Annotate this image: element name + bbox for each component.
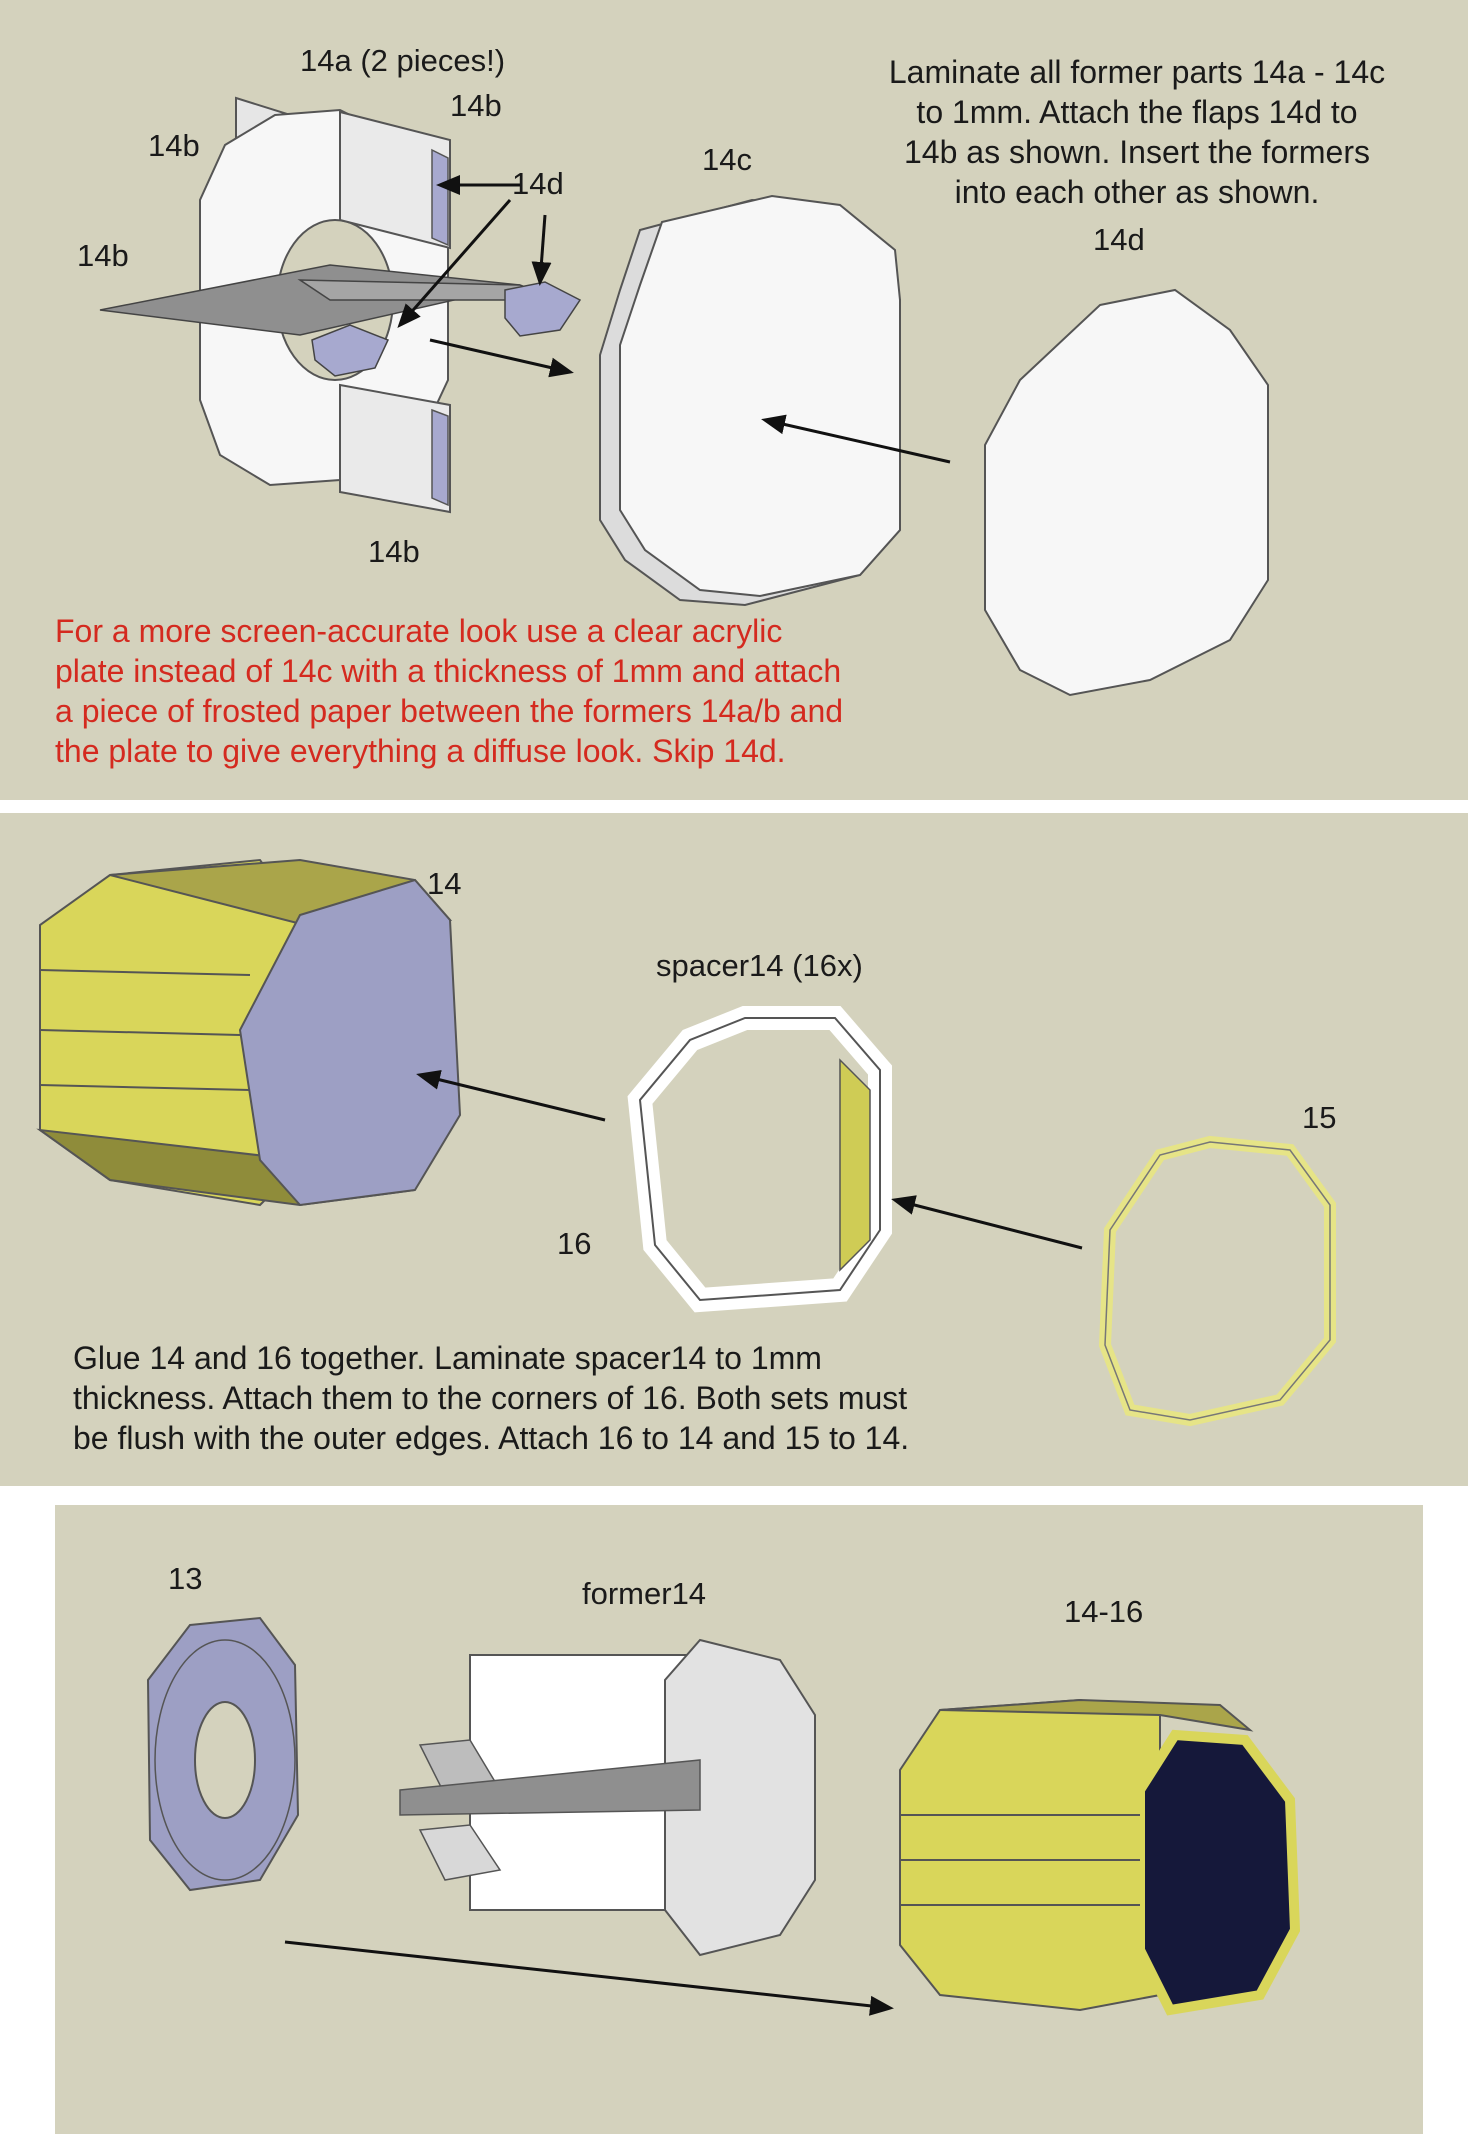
instruction-spacers: Glue 14 and 16 together. Laminate spacer… <box>73 1340 910 1456</box>
label-14b-left-upper: 14b <box>148 128 200 163</box>
former14-assembly <box>399 1638 816 1957</box>
label-14: 14 <box>427 866 462 901</box>
former-14d-plate <box>984 288 1269 697</box>
assembly-14-16 <box>899 1698 1301 2016</box>
former-14a-14b-assembly <box>99 96 582 514</box>
instruction-formers: Laminate all former parts 14a - 14c to 1… <box>888 54 1386 210</box>
label-14-16: 14-16 <box>1064 1594 1144 1629</box>
part-13-disk <box>146 1616 300 1892</box>
panel2-arrows <box>416 1070 1083 1250</box>
part-16-ring-with-spacers <box>627 1006 892 1313</box>
label-14d-pointer: 14d <box>512 166 564 201</box>
label-15: 15 <box>1302 1100 1337 1135</box>
label-spacer14: spacer14 (16x) <box>656 948 863 983</box>
part-15-ring <box>1098 1135 1336 1427</box>
panel1-arrows <box>397 175 951 464</box>
label-14b-top: 14b <box>450 88 502 123</box>
label-16: 16 <box>557 1226 592 1261</box>
label-13: 13 <box>168 1561 203 1596</box>
note-acrylic-plate: For a more screen-accurate look use a cl… <box>55 613 844 769</box>
label-former14: former14 <box>582 1576 707 1611</box>
label-14b-bottom: 14b <box>368 534 420 569</box>
label-14a-pieces: 14a (2 pieces!) <box>300 43 506 78</box>
label-14d-plate: 14d <box>1093 222 1145 257</box>
panel3-arrow <box>284 1940 894 2016</box>
former-14c-plate <box>599 194 901 607</box>
label-14b-left-mid: 14b <box>77 238 129 273</box>
part-14-cylinder <box>36 858 462 1207</box>
label-14c: 14c <box>702 142 752 177</box>
